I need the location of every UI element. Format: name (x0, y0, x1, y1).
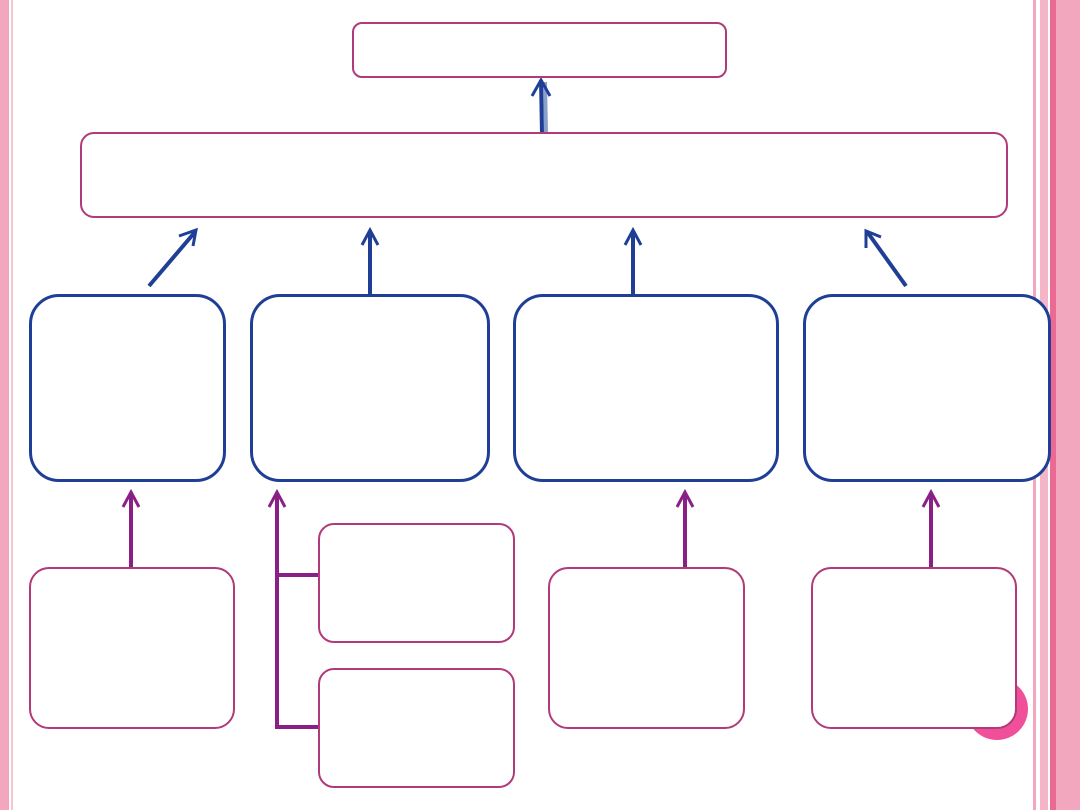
blue-box-3 (513, 294, 779, 482)
arrow-blue-2 (360, 226, 380, 294)
arrow-to-top-box (530, 76, 552, 134)
bottom-box-1 (29, 567, 235, 729)
arrow-blue-4 (864, 228, 908, 288)
arrow-blue-1 (147, 227, 198, 288)
bottom-box-3 (318, 668, 515, 788)
arrow-purple-3 (675, 488, 695, 567)
arrow-purple-4 (921, 488, 941, 567)
left-stripe (0, 0, 9, 810)
arrow-purple-2 (267, 488, 320, 729)
blue-box-2 (250, 294, 490, 482)
blue-box-1 (29, 294, 226, 482)
arrow-blue-3 (623, 226, 643, 294)
left-stripe-line (11, 0, 13, 810)
right-stripe-dark (1050, 0, 1056, 810)
blue-box-4 (803, 294, 1051, 482)
middle-box (80, 132, 1008, 218)
right-stripe-wide (1056, 0, 1080, 810)
arrow-purple-1 (121, 488, 141, 567)
top-box (352, 22, 727, 78)
bottom-box-2 (318, 523, 515, 643)
bottom-box-5 (811, 567, 1017, 729)
bottom-box-4 (548, 567, 745, 729)
